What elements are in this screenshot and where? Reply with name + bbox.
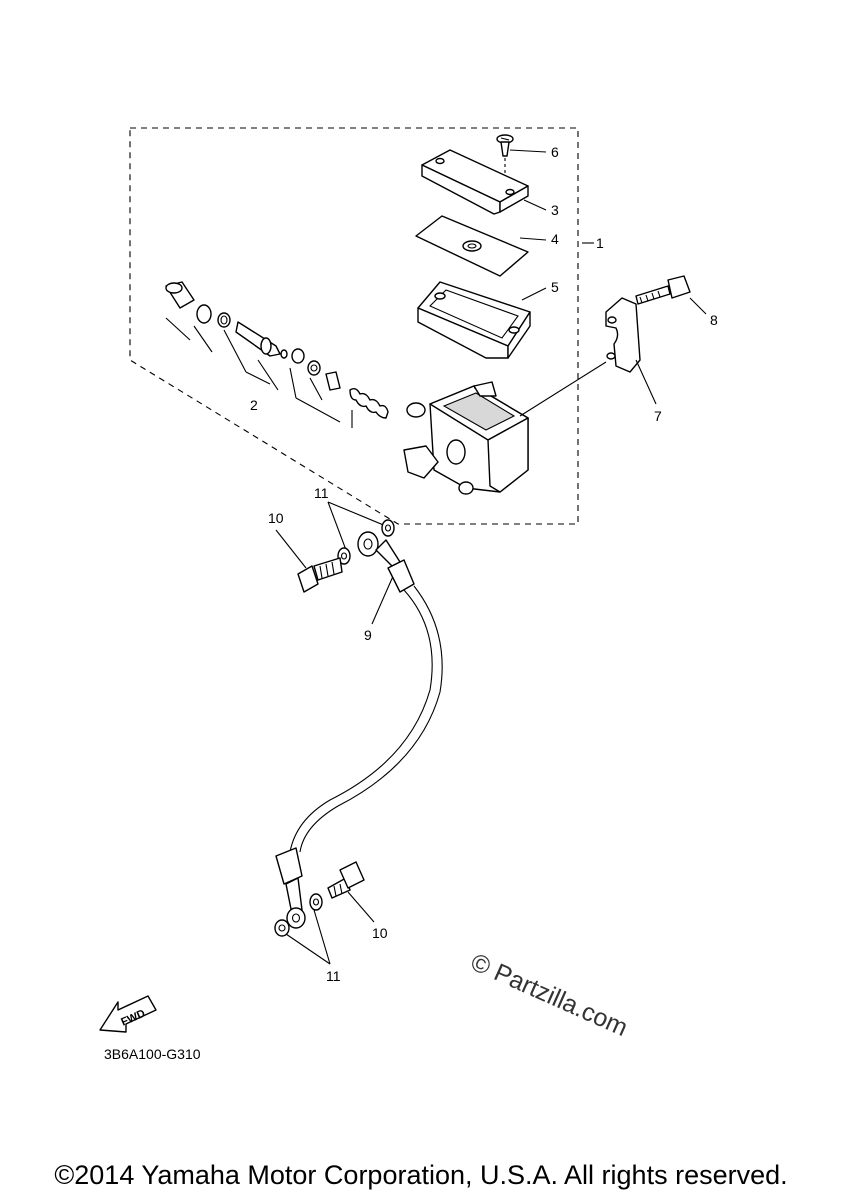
leader-lines-2 — [165, 317, 353, 428]
part-7-clamp — [605, 297, 641, 373]
part-3-reservoir-cap — [421, 149, 529, 215]
brake-hose — [289, 589, 433, 853]
callout-11-bottom: 11 — [326, 968, 341, 984]
callout-11-top: 11 — [314, 485, 329, 501]
callout-4: 4 — [551, 231, 559, 247]
callout-6: 6 — [551, 144, 559, 160]
callout-10-top: 10 — [268, 510, 284, 526]
copyright-notice: ©2014 Yamaha Motor Corporation, U.S.A. A… — [54, 1160, 788, 1190]
master-cylinder-body — [403, 381, 529, 495]
part-6-screw — [496, 134, 514, 190]
fwd-arrow-icon: FWD — [99, 995, 157, 1033]
lower-banjo-fitting — [274, 847, 365, 937]
part-4-diaphragm-plate — [415, 215, 529, 277]
part-5-diaphragm — [417, 281, 531, 359]
callout-3: 3 — [551, 202, 559, 218]
diagram-code: 3B6A100-G310 — [104, 1046, 201, 1062]
callout-9: 9 — [364, 627, 372, 643]
upper-banjo-fitting — [297, 519, 415, 593]
callout-10-bottom: 10 — [372, 925, 388, 941]
callout-2: 2 — [250, 397, 258, 413]
callout-5: 5 — [551, 279, 559, 295]
callout-7: 7 — [654, 408, 662, 424]
piston-kit — [165, 281, 389, 419]
callout-1: 1 — [596, 235, 604, 251]
assembly-boundary — [129, 127, 579, 525]
part-8-bolt — [635, 275, 691, 305]
callout-8: 8 — [710, 312, 718, 328]
